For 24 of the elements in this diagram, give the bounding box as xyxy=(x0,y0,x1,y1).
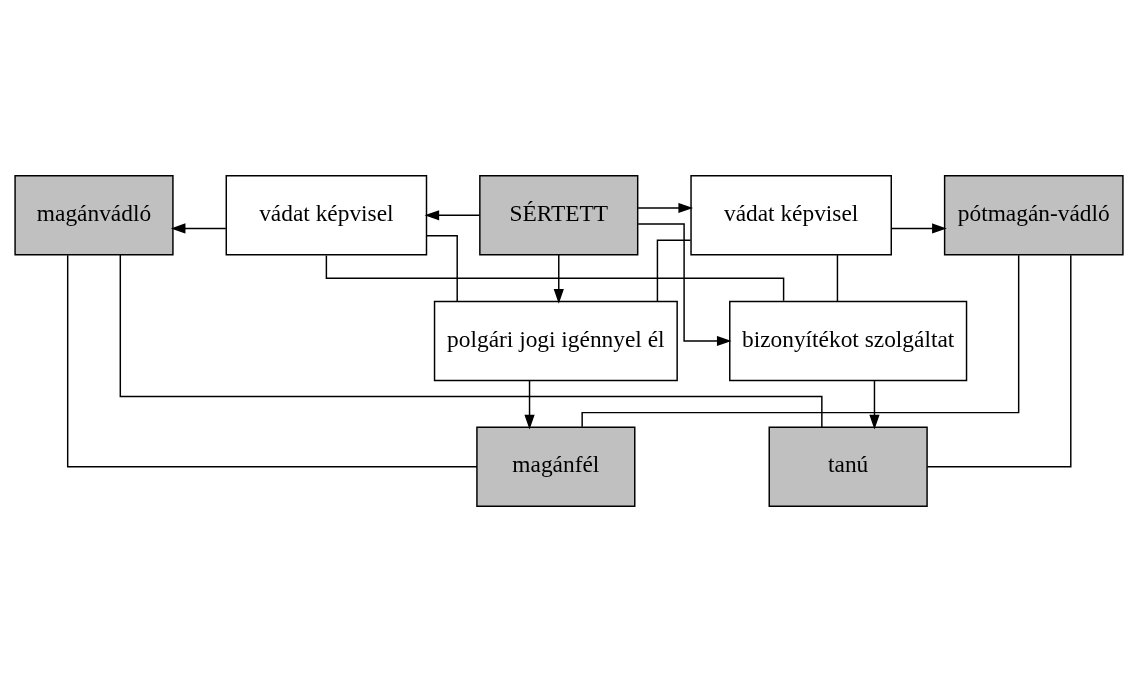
node-box: vádat képvisel xyxy=(225,175,428,256)
arrow xyxy=(553,254,564,304)
node-box: vádat képvisel xyxy=(690,175,892,256)
connector xyxy=(426,235,458,302)
connector xyxy=(325,254,785,302)
arrow xyxy=(637,223,732,347)
arrow xyxy=(637,202,694,214)
node-box: bizonyítékot szolgáltat xyxy=(729,300,968,382)
arrow xyxy=(170,223,227,234)
node-box: SÉRTETT xyxy=(479,175,639,256)
node-box: polgári jogi igénnyel él xyxy=(433,300,678,382)
node-box: tanú xyxy=(768,426,928,507)
node-box: magánvádló xyxy=(14,175,174,256)
connector xyxy=(656,239,692,302)
arrow xyxy=(424,210,481,221)
arrow xyxy=(891,223,947,234)
connector xyxy=(119,254,823,428)
node-box: magánfél xyxy=(476,426,636,507)
connector xyxy=(926,254,1072,468)
arrow xyxy=(524,380,535,430)
arrow xyxy=(869,380,880,430)
connector xyxy=(836,254,839,303)
connector xyxy=(66,254,478,468)
node-box: pótmagán-vádló xyxy=(943,175,1124,256)
